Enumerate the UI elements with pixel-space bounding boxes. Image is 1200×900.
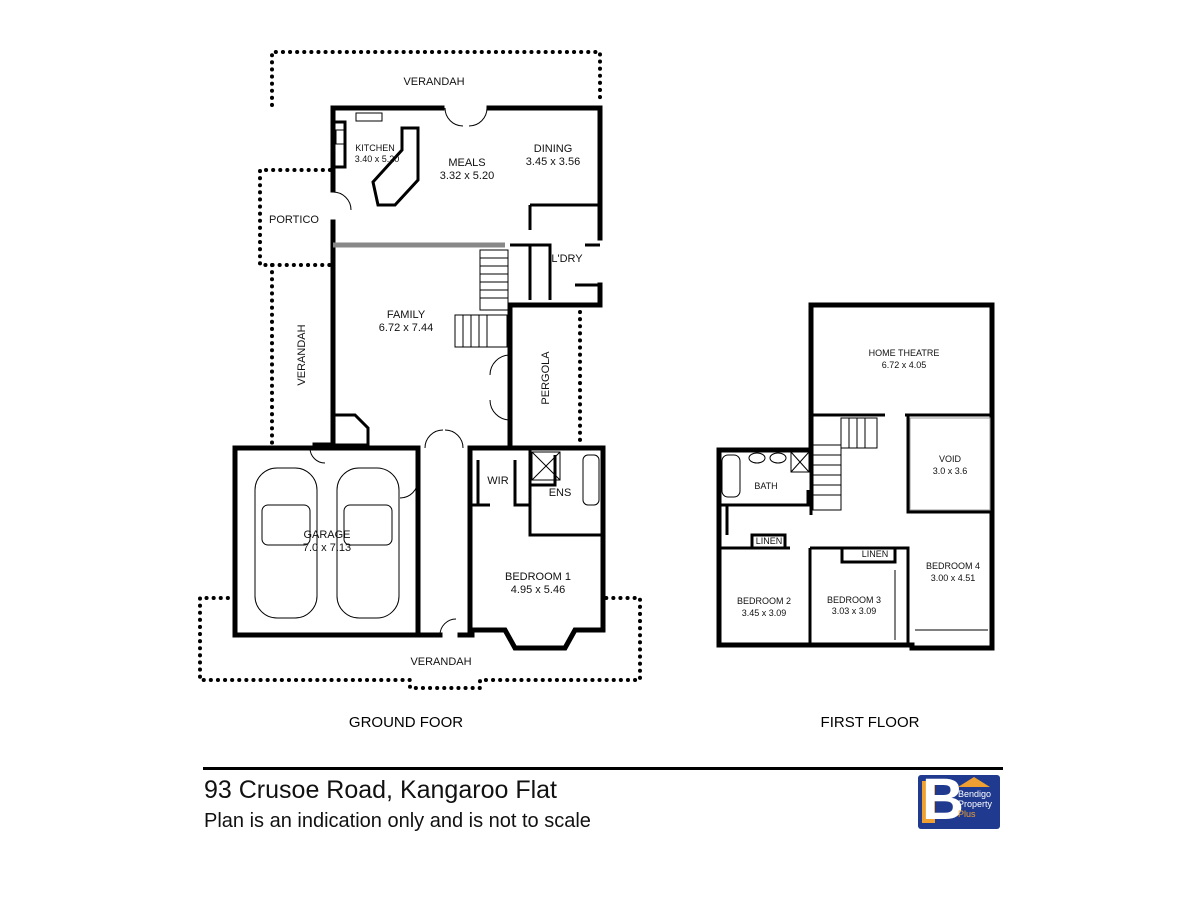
- logo-line-3: Plus: [958, 809, 976, 819]
- room-label-kitchen: KITCHEN: [355, 143, 395, 153]
- verandah-bottom-outline: [198, 596, 642, 690]
- logo-line-2: Property: [958, 799, 993, 809]
- room-label-linen-1: LINEN: [756, 536, 783, 546]
- room-label-bedroom3: BEDROOM 3: [827, 595, 881, 605]
- room-label-home-theatre: HOME THEATRE: [869, 348, 940, 358]
- first-stairs: [812, 417, 878, 511]
- ground-floor-plan: VERANDAH KITCHEN 3.40 x 5.20 MEALS 3.32 …: [198, 50, 642, 690]
- vanity-icon: [531, 451, 561, 481]
- room-dim-kitchen: 3.40 x 5.20: [355, 154, 400, 164]
- door-swing: [424, 429, 464, 449]
- room-label-laundry: L'DRY: [551, 253, 583, 265]
- property-address: 93 Crusoe Road, Kangaroo Flat: [204, 776, 557, 804]
- door-swing: [332, 191, 352, 211]
- floor-label-ground: GROUND FOOR: [349, 714, 463, 731]
- floor-label-first: FIRST FLOOR: [821, 714, 920, 731]
- plan-disclaimer: Plan is an indication only and is not to…: [204, 810, 591, 832]
- logo-accent-bar: [922, 781, 935, 823]
- room-dim-bedroom1: 4.95 x 5.46: [511, 584, 565, 596]
- kitchen-walls: [333, 120, 347, 169]
- room-label-bedroom4: BEDROOM 4: [926, 561, 980, 571]
- room-label-family: FAMILY: [387, 309, 426, 321]
- room-label-verandah-bottom: VERANDAH: [410, 656, 471, 668]
- room-label-portico: PORTICO: [269, 214, 319, 226]
- kitchen-bench: [371, 126, 420, 207]
- room-label-bedroom2: BEDROOM 2: [737, 596, 791, 606]
- room-label-garage: GARAGE: [303, 529, 350, 541]
- floor-plan: VERANDAH KITCHEN 3.40 x 5.20 MEALS 3.32 …: [198, 50, 995, 731]
- room-label-pergola: PERGOLA: [540, 351, 552, 405]
- shower-icon: [582, 454, 600, 506]
- basin-icon: [748, 452, 766, 464]
- bathtub-icon: [721, 454, 741, 498]
- room-label-ens: ENS: [549, 487, 572, 499]
- first-floor-plan: HOME THEATRE 6.72 x 4.05 VOID 3.0 x 3.6 …: [716, 302, 995, 651]
- room-dim-garage: 7.0 x 7.13: [303, 542, 351, 554]
- logo-letter: B: [922, 775, 964, 829]
- room-label-void: VOID: [939, 454, 962, 464]
- room-label-meals: MEALS: [448, 157, 485, 169]
- room-label-wir: WIR: [487, 475, 508, 487]
- hall-walls: [415, 442, 606, 651]
- footer-divider: [203, 767, 1003, 770]
- door-swing: [444, 107, 488, 127]
- shower-icon: [790, 451, 810, 473]
- room-label-verandah-top: VERANDAH: [403, 76, 464, 88]
- room-label-verandah-left: VERANDAH: [296, 324, 308, 385]
- logo-line-1: Bendigo: [958, 789, 992, 799]
- room-label-bedroom1: BEDROOM 1: [505, 571, 571, 583]
- main-house-walls: [312, 105, 603, 448]
- cooktop-icon: [335, 129, 345, 145]
- basin-icon: [769, 452, 787, 464]
- room-label-linen-2: LINEN: [862, 549, 889, 559]
- door-swing: [439, 618, 457, 636]
- room-label-dining: DINING: [534, 143, 573, 155]
- room-dim-family: 6.72 x 7.44: [379, 322, 433, 334]
- fireplace-icon: [333, 413, 370, 447]
- laundry-walls: [510, 203, 600, 300]
- portico-outline: [258, 168, 332, 267]
- agency-logo: B Bendigo Property Plus: [918, 775, 1000, 829]
- room-dim-home-theatre: 6.72 x 4.05: [882, 360, 927, 370]
- room-dim-dining: 3.45 x 3.56: [526, 156, 580, 168]
- room-dim-void: 3.0 x 3.6: [933, 466, 968, 476]
- first-floor-outer-walls: [716, 302, 995, 651]
- first-floor-inner-walls: [719, 413, 992, 645]
- sink-icon: [355, 112, 383, 122]
- void-area: [909, 417, 991, 511]
- house-roof-icon: [958, 777, 990, 787]
- room-label-bath: BATH: [754, 481, 777, 491]
- ground-stairs: [454, 249, 509, 348]
- door-swing: [489, 354, 511, 421]
- room-dim-meals: 3.32 x 5.20: [440, 170, 494, 182]
- room-dim-bedroom2: 3.45 x 3.09: [742, 608, 787, 618]
- room-dim-bedroom3: 3.03 x 3.09: [832, 606, 877, 616]
- logo-wordmark: Bendigo Property Plus: [958, 789, 992, 819]
- door-swing: [399, 479, 419, 499]
- wir-ens-walls: [470, 448, 603, 537]
- verandah-top-outline: [270, 50, 602, 107]
- door-swing: [309, 447, 326, 464]
- car-icon: [254, 467, 400, 619]
- room-dim-bedroom4: 3.00 x 4.51: [931, 573, 976, 583]
